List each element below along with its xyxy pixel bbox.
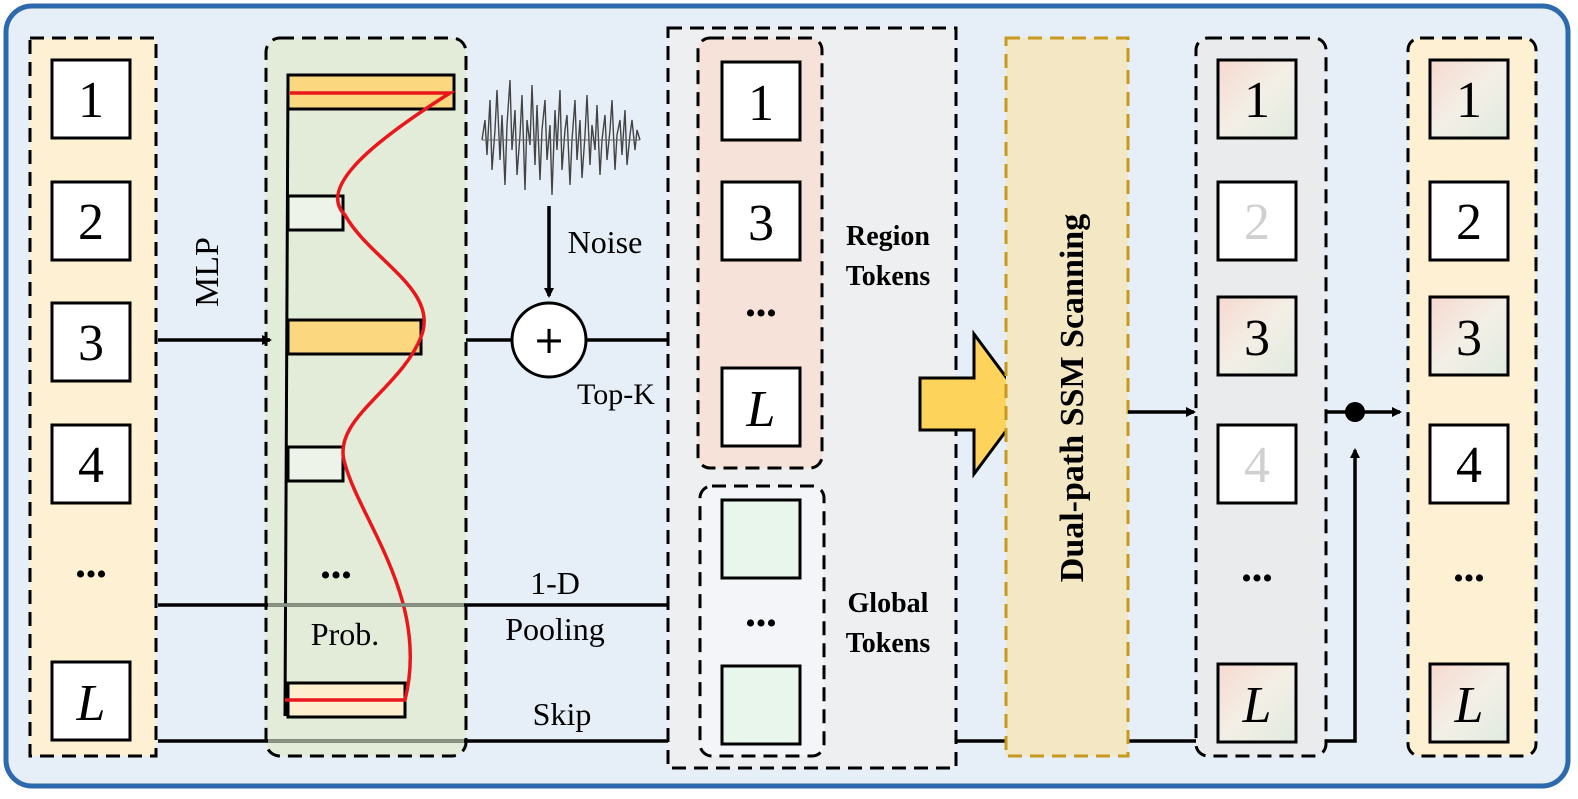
final-token-2: 2 xyxy=(1428,180,1510,262)
scan-output-token-2: 2 xyxy=(1216,180,1298,262)
input-token-2-label: 2 xyxy=(78,194,104,251)
region-token-1-label: 1 xyxy=(748,75,774,132)
region-token-L-label: L xyxy=(746,381,776,438)
input-token-2: 2 xyxy=(50,180,132,262)
scan-output-token-4: 4 xyxy=(1216,423,1298,505)
noise-label: Noise xyxy=(568,224,643,260)
input-token-L-label: L xyxy=(76,675,106,732)
scan-output-token-2-label: 2 xyxy=(1244,194,1270,251)
plus-sign: + xyxy=(533,318,565,362)
ssm-panel xyxy=(1004,36,1130,758)
prob-bar-3 xyxy=(286,318,423,356)
region-token-3-label: 3 xyxy=(748,195,774,252)
final-token-ellipsis: ••• xyxy=(1453,562,1485,595)
region-token-3: 3 xyxy=(720,180,802,262)
global-label-2: Tokens xyxy=(846,628,931,659)
global-token-1 xyxy=(720,498,802,580)
prob-label: Prob. xyxy=(311,616,379,652)
scan-output-token-L: L xyxy=(1216,662,1298,744)
input-token-ellipsis: ••• xyxy=(75,558,107,591)
input-token-panel xyxy=(28,36,158,758)
input-token-3: 3 xyxy=(50,301,132,383)
global-token-2 xyxy=(720,664,802,746)
pooling-label-2: Pooling xyxy=(505,611,605,647)
final-token-L-label: L xyxy=(1454,677,1484,734)
region-token-ellipsis: ••• xyxy=(745,297,777,330)
input-token-L: L xyxy=(50,660,132,742)
pooling-label-1: 1-D xyxy=(530,565,580,601)
region-label-1: Region xyxy=(846,221,930,252)
merge-dot xyxy=(1345,402,1365,422)
scan-output-token-L-label: L xyxy=(1242,677,1272,734)
input-token-1: 1 xyxy=(50,58,132,140)
scan-output-token-ellipsis: ••• xyxy=(1241,562,1273,595)
region-token-L: L xyxy=(720,366,802,448)
scan-output-token-4-label: 4 xyxy=(1244,437,1270,494)
region-token-1: 1 xyxy=(720,60,802,142)
skip-line xyxy=(158,448,1360,743)
input-token-3-label: 3 xyxy=(78,315,104,372)
scan-output-token-3: 3 xyxy=(1216,295,1298,377)
scan-output-token-1-label: 1 xyxy=(1244,72,1270,129)
final-token-L: L xyxy=(1428,662,1510,744)
final-token-3-label: 3 xyxy=(1456,310,1482,367)
region-label-2: Tokens xyxy=(846,261,931,292)
prob-curve xyxy=(285,91,457,702)
global-token-ellipsis: ••• xyxy=(745,607,777,640)
prob-axis xyxy=(283,77,290,717)
ssm-label: Dual-path SSM Scanning xyxy=(1054,214,1091,582)
input-token-4: 4 xyxy=(50,423,132,505)
prob-bar-4 xyxy=(286,445,345,483)
final-token-3: 3 xyxy=(1428,295,1510,377)
final-token-4-label: 4 xyxy=(1456,437,1482,494)
scan-output-token-3-label: 3 xyxy=(1244,310,1270,367)
topk-label: Top-K xyxy=(577,378,655,411)
skip-label: Skip xyxy=(533,696,592,732)
prob-bar-2 xyxy=(286,194,345,232)
mlp-label: MLP xyxy=(189,237,226,307)
final-output-panel xyxy=(1406,36,1538,758)
scan-output-token-1: 1 xyxy=(1216,58,1298,140)
global-label-1: Global xyxy=(848,588,929,619)
input-token-1-label: 1 xyxy=(78,72,104,129)
final-token-4: 4 xyxy=(1428,423,1510,505)
noise-waveform xyxy=(481,79,641,196)
prob-ellipsis: ••• xyxy=(320,559,352,592)
final-token-1-label: 1 xyxy=(1456,72,1482,129)
input-token-4-label: 4 xyxy=(78,437,104,494)
scan-output-panel xyxy=(1194,36,1328,758)
final-token-1: 1 xyxy=(1428,58,1510,140)
final-token-2-label: 2 xyxy=(1456,194,1482,251)
ssm-input-arrow xyxy=(918,329,1028,479)
